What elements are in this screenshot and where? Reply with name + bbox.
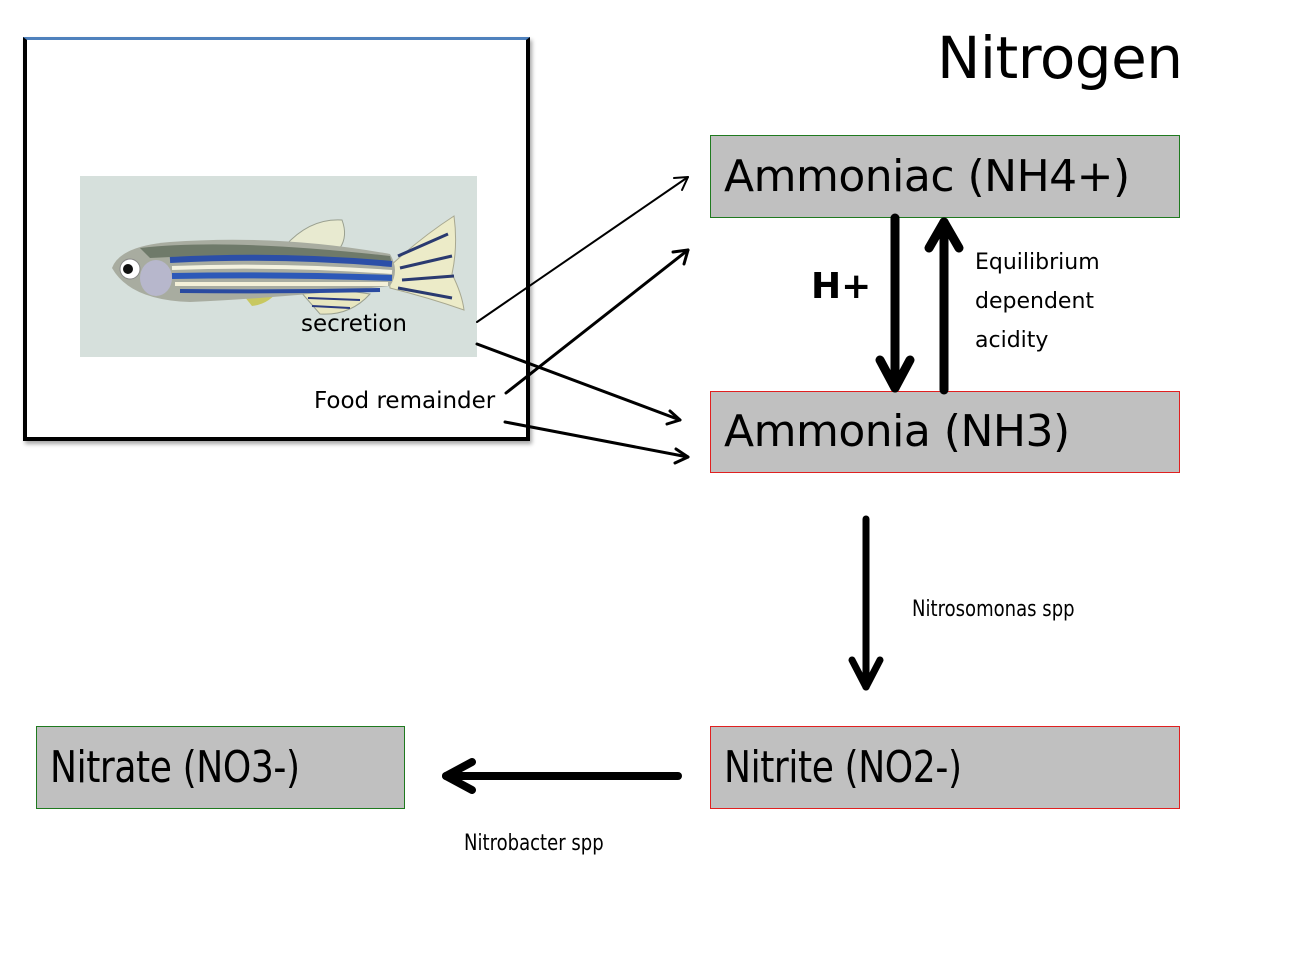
ammonia-box: Ammonia (NH3) [710, 391, 1180, 473]
nitrite-to-nitrate-arrow [442, 758, 682, 794]
ammoniac-to-ammonia-arrow [875, 213, 915, 393]
h-plus-label: H+ [811, 266, 872, 307]
food-to-ammoniac-arrow [504, 248, 690, 395]
equilibrium-line-3: acidity [975, 328, 1049, 353]
equilibrium-line-2: dependent [975, 289, 1095, 314]
secretion-label: secretion [301, 311, 407, 337]
ammonia-to-nitrite-arrow [848, 515, 884, 691]
ammonia-label: Ammonia (NH3) [724, 406, 1070, 457]
food-to-ammonia-arrow [503, 420, 690, 465]
equilibrium-line-1: Equilibrium [975, 250, 1100, 275]
nitrite-box: Nitrite (NO2-) [710, 726, 1180, 809]
ammonia-to-ammoniac-arrow [924, 217, 964, 395]
nitrobacter-label: Nitrobacter spp [464, 831, 604, 856]
zebrafish-illustration [112, 215, 465, 315]
food-remainder-label: Food remainder [314, 388, 496, 414]
zebrafish-image: secretion [80, 176, 477, 357]
ammoniac-box: Ammoniac (NH4+) [710, 135, 1180, 218]
nitrate-label: Nitrate (NO3-) [50, 741, 300, 793]
equilibrium-note: Equilibrium dependent acidity [975, 243, 1100, 360]
nitrosomonas-label: Nitrosomonas spp [912, 597, 1075, 622]
nitrate-box: Nitrate (NO3-) [36, 726, 405, 809]
ammoniac-label: Ammoniac (NH4+) [724, 150, 1130, 202]
nitrite-label: Nitrite (NO2-) [724, 741, 962, 793]
diagram-title: Nitrogen [937, 24, 1183, 92]
